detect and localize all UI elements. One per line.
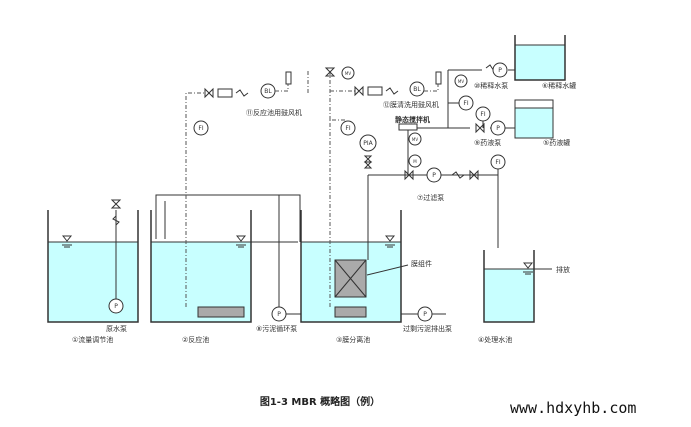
svg-text:FI: FI [463,100,468,107]
svg-text:MV: MV [458,79,464,84]
chemical-pump-icon [490,120,506,136]
tank-treated-water [483,170,552,323]
svg-text:MV: MV [412,137,418,142]
svg-text:FI: FI [345,125,350,132]
svg-text:⑨药液泵: ⑨药液泵 [474,138,501,147]
svg-text:⑦过滤泵: ⑦过滤泵 [417,193,444,202]
svg-text:⑥稀释水罐: ⑥稀释水罐 [542,81,576,90]
instruments: FI FI FI FI FI PIA MV MV MV M [193,66,506,170]
svg-text:⑧污泥循环泵: ⑧污泥循环泵 [256,324,297,333]
svg-text:⑤药液罐: ⑤药液罐 [543,138,570,147]
static-mixer [398,123,418,131]
watermark: www.hdxyhb.com [510,399,636,417]
svg-text:BL: BL [264,88,272,95]
svg-text:排放: 排放 [556,265,570,274]
svg-text:FI: FI [495,159,500,166]
tank-flow-equalization: P [47,199,139,323]
tank-membrane [300,175,409,323]
svg-text:静态搅拌机: 静态搅拌机 [395,115,430,124]
svg-text:过剩污泥排出泵: 过剩污泥排出泵 [403,324,452,333]
svg-text:BL: BL [413,86,421,93]
svg-text:P: P [423,311,427,318]
svg-text:P: P [277,311,281,318]
caption: 图1-3 MBR 概略图（例） [260,395,380,408]
svg-text:⑫膜清洗用鼓风机: ⑫膜清洗用鼓风机 [383,100,439,109]
chemical-tank [514,107,554,139]
filter-pump-icon [426,167,442,183]
svg-text:膜组件: 膜组件 [411,259,432,268]
svg-text:FI: FI [198,125,203,132]
membrane-blower-icon [409,81,425,97]
svg-text:P: P [432,172,436,179]
svg-text:FI: FI [480,111,485,118]
svg-text:M: M [413,159,417,164]
svg-text:P: P [114,303,118,310]
dilution-tank [514,44,566,81]
svg-text:MV: MV [345,71,351,76]
svg-text:③膜分离池: ③膜分离池 [336,335,370,344]
svg-text:PIA: PIA [363,140,373,147]
svg-text:④处理水池: ④处理水池 [478,335,512,344]
svg-text:P: P [496,125,500,132]
svg-text:原水泵: 原水泵 [106,324,127,333]
svg-text:P: P [498,67,502,74]
svg-text:⑩稀释水泵: ⑩稀释水泵 [474,81,508,90]
svg-text:①流量调节池: ①流量调节池 [72,335,113,344]
dilution-pump-icon [492,62,508,78]
tank-reaction [150,194,301,323]
raw-water-pump-icon [108,298,124,314]
svg-text:⑪反应池用鼓风机: ⑪反应池用鼓风机 [246,108,302,117]
svg-text:②反应池: ②反应池 [182,335,209,344]
